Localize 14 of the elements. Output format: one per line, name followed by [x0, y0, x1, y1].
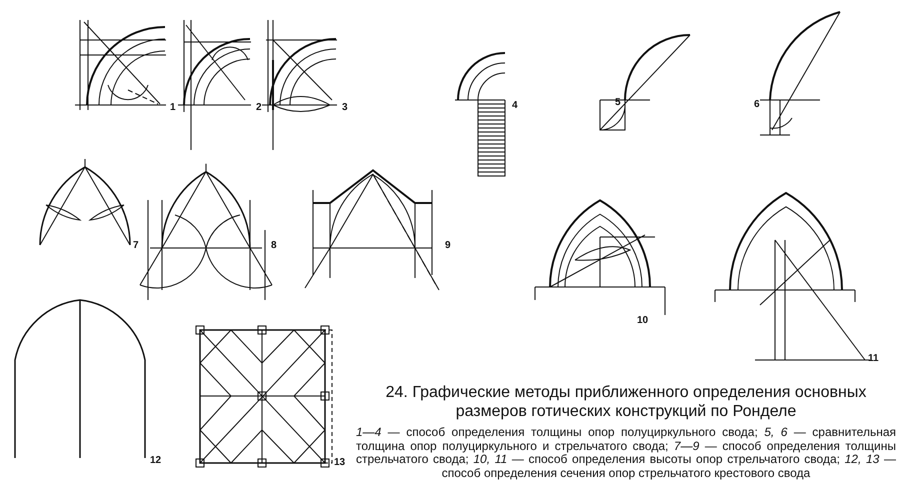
figure-number: 9	[445, 240, 451, 251]
figure-number: 8	[271, 240, 277, 251]
figure-number: 4	[512, 100, 518, 111]
figure-title: 24. Графические методы приближенного определения основных размеров готических конструкций по Ронделе	[384, 383, 868, 421]
figure-number: 2	[256, 102, 262, 113]
figure-caption: 1—4 — способ определения толщины опор полуциркульного свода; 5, 6 — сравнительная толщина опор полуциркульного и стрельчатого свода; 7—9 — способ определения толщины стрельчатого свода; 10, 11 — способ определения высоты опор стрельчатого свода; 12, 13 — способ определения сечения опор стрельчатого крестового свода	[356, 426, 896, 480]
figure-number: 13	[334, 457, 346, 468]
figure-number: 12	[150, 455, 162, 466]
figure-number: 6	[754, 99, 760, 110]
figure-number: 11	[868, 353, 879, 364]
figure-number: 7	[133, 240, 139, 251]
figure-number: 1	[170, 102, 176, 113]
figure-number: 10	[637, 315, 648, 326]
figure-number: 3	[342, 102, 348, 113]
